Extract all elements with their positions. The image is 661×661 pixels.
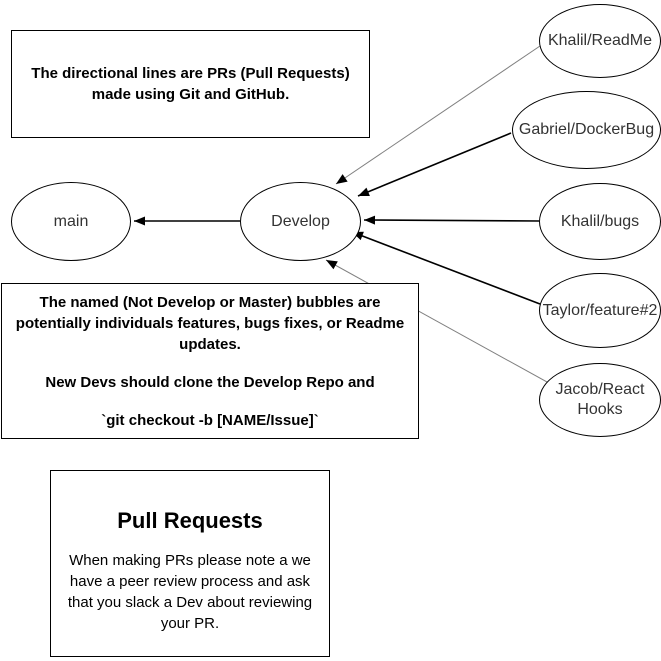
node-jacob-react-hooks: Jacob/React Hooks (539, 363, 661, 437)
node-khalil-bugs-label: Khalil/bugs (560, 212, 640, 230)
node-develop-label: Develop (271, 212, 330, 230)
note-branch-naming-box: The named (Not Develop or Master) bubble… (1, 283, 419, 439)
note-pull-requests-title: Pull Requests (117, 508, 263, 533)
note-pull-requests-body: When making PRs please note a we have a … (67, 552, 313, 632)
node-develop-branch: Develop (240, 182, 361, 261)
node-taylor-feature2: Taylor/feature#2 (539, 273, 661, 348)
node-taylor-feature2-label: Taylor/feature#2 (542, 301, 658, 319)
note-pull-requests-box: Pull Requests When making PRs please not… (50, 470, 330, 657)
edge-khalil-readme-to-develop-arrow (335, 45, 541, 185)
node-main-label: main (53, 212, 89, 230)
note-branch-naming-paragraph-3: `git checkout -b [NAME/Issue]` (101, 411, 319, 429)
edge-taylor-feature2-to-develop-arrow (351, 231, 541, 305)
note-pr-lines-box: The directional lines are PRs (Pull Requ… (11, 30, 370, 138)
node-main-branch: main (11, 182, 131, 261)
note-pr-lines-text: The directional lines are PRs (Pull Requ… (31, 65, 350, 103)
edge-gabriel-dockerbug-to-develop-arrow (357, 132, 512, 197)
edge-khalil-bugs-to-develop-arrow (363, 215, 540, 225)
note-branch-naming-paragraph-1: The named (Not Develop or Master) bubble… (15, 293, 405, 353)
edge-jacob-reacthooks-to-develop-arrow (325, 259, 548, 383)
node-jacob-react-hooks-label: Jacob/React Hooks (555, 381, 645, 418)
node-khalil-readme: Khalil/ReadMe (539, 4, 661, 78)
node-khalil-readme-label: Khalil/ReadMe (547, 32, 653, 49)
node-gabriel-dockerbug-label: Gabriel/DockerBug (518, 121, 655, 138)
note-branch-naming-paragraph-2: New Devs should clone the Develop Repo a… (45, 373, 375, 391)
node-khalil-bugs: Khalil/bugs (539, 183, 661, 260)
node-gabriel-dockerbug: Gabriel/DockerBug (512, 91, 661, 169)
